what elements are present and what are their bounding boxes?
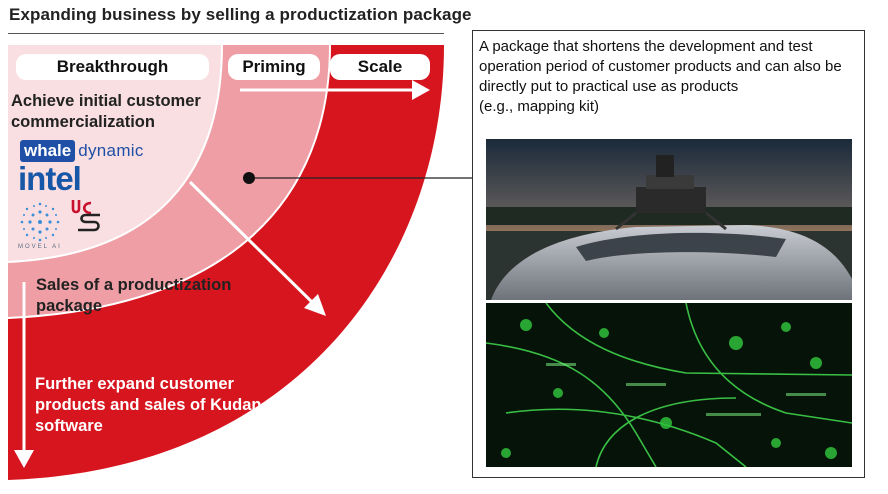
lidar-map-image bbox=[486, 303, 852, 467]
whale-logo-box: whale bbox=[20, 140, 76, 162]
diagonal-arrowhead bbox=[304, 294, 326, 316]
scale-label: Scale bbox=[330, 54, 430, 80]
car-photo-illustration bbox=[486, 139, 852, 300]
sales-text: Sales of a productization package bbox=[36, 276, 232, 315]
ucs-mark bbox=[71, 200, 100, 232]
whale-logo-dynamic: dynamic bbox=[78, 141, 144, 160]
achieve-text: Achieve initial customer commercializati… bbox=[11, 92, 201, 131]
horizontal-arrowhead bbox=[412, 80, 430, 100]
page-title: Expanding business by selling a producti… bbox=[9, 5, 472, 24]
further-text: Further expand customer products and sal… bbox=[35, 375, 262, 435]
callout-text: A package that shortens the development … bbox=[479, 38, 842, 115]
intel-logo: intel bbox=[18, 160, 82, 197]
priming-label: Priming bbox=[228, 54, 320, 80]
ucs-logo bbox=[70, 197, 106, 238]
breakthrough-region bbox=[8, 45, 222, 262]
callout-dot bbox=[243, 172, 255, 184]
movel-ai-text: MOVEL AI bbox=[18, 244, 62, 250]
movel-ai-logo: MOVEL AI bbox=[16, 200, 64, 250]
car-photo bbox=[486, 139, 852, 300]
lidar-map-illustration bbox=[486, 303, 852, 467]
diagonal-arrow bbox=[188, 180, 317, 307]
vertical-arrowhead bbox=[14, 450, 34, 468]
title-underline bbox=[8, 33, 444, 34]
breakthrough-label: Breakthrough bbox=[16, 54, 209, 80]
movel-ai-mark bbox=[20, 202, 60, 242]
